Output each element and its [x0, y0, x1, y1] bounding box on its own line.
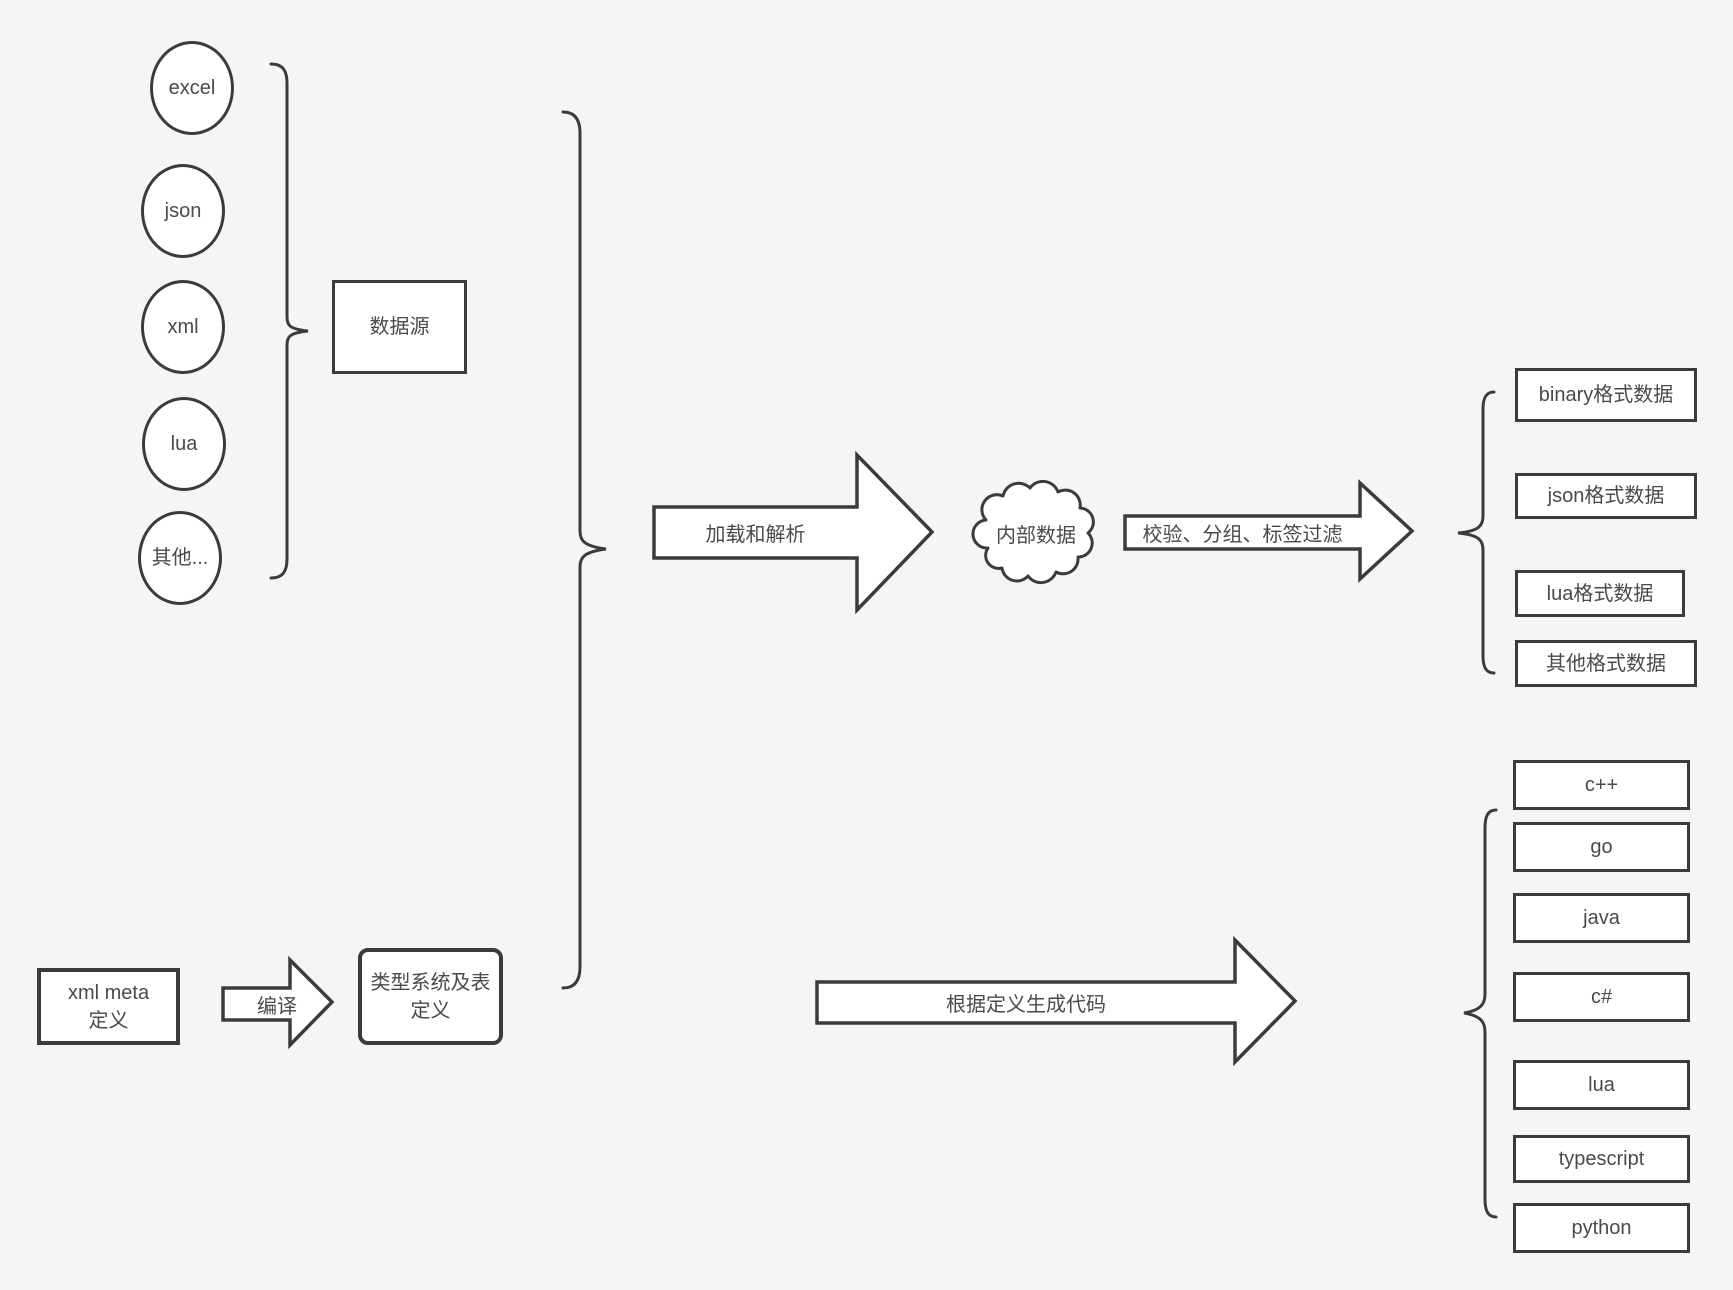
- type-system-box: 类型系统及表定义: [358, 948, 503, 1045]
- brace-sources: [269, 62, 309, 580]
- language-box-go: go: [1513, 822, 1690, 872]
- source-node-other: 其他...: [138, 511, 222, 605]
- language-box-cpp: c++: [1513, 760, 1690, 810]
- format-box-json: json格式数据: [1515, 473, 1697, 519]
- source-node-excel: excel: [150, 41, 234, 135]
- language-box-java: java: [1513, 893, 1690, 943]
- internal-data-cloud-label: 内部数据: [996, 524, 1076, 547]
- format-box-other: 其他格式数据: [1515, 640, 1697, 687]
- language-box-csharp: c#: [1513, 972, 1690, 1022]
- generate-code-arrow-label: 根据定义生成代码: [946, 994, 1106, 1016]
- format-box-binary: binary格式数据: [1515, 368, 1697, 422]
- brace-left-group: [561, 110, 607, 990]
- arrow-generate-code: [815, 935, 1298, 1067]
- format-box-lua: lua格式数据: [1515, 570, 1685, 617]
- language-box-lua: lua: [1513, 1060, 1690, 1110]
- filter-arrow-label: 校验、分组、标签过滤: [1142, 524, 1343, 546]
- language-box-python: python: [1513, 1203, 1690, 1253]
- source-node-xml: xml: [141, 280, 225, 374]
- compile-arrow-label: 编译: [257, 995, 297, 1018]
- brace-formats: [1457, 390, 1496, 675]
- arrow-compile: [221, 955, 335, 1050]
- brace-languages: [1463, 808, 1498, 1219]
- xml-meta-definition-box: xml meta定义: [37, 968, 180, 1045]
- language-box-typescript: typescript: [1513, 1135, 1690, 1183]
- arrow-filter: [1123, 479, 1415, 583]
- source-node-json: json: [141, 164, 225, 258]
- load-parse-arrow-label: 加载和解析: [705, 524, 806, 546]
- arrow-load-parse: [652, 450, 935, 615]
- data-source-group-box: 数据源: [332, 280, 467, 374]
- cloud-internal-data: [971, 479, 1095, 585]
- source-node-lua: lua: [142, 397, 226, 491]
